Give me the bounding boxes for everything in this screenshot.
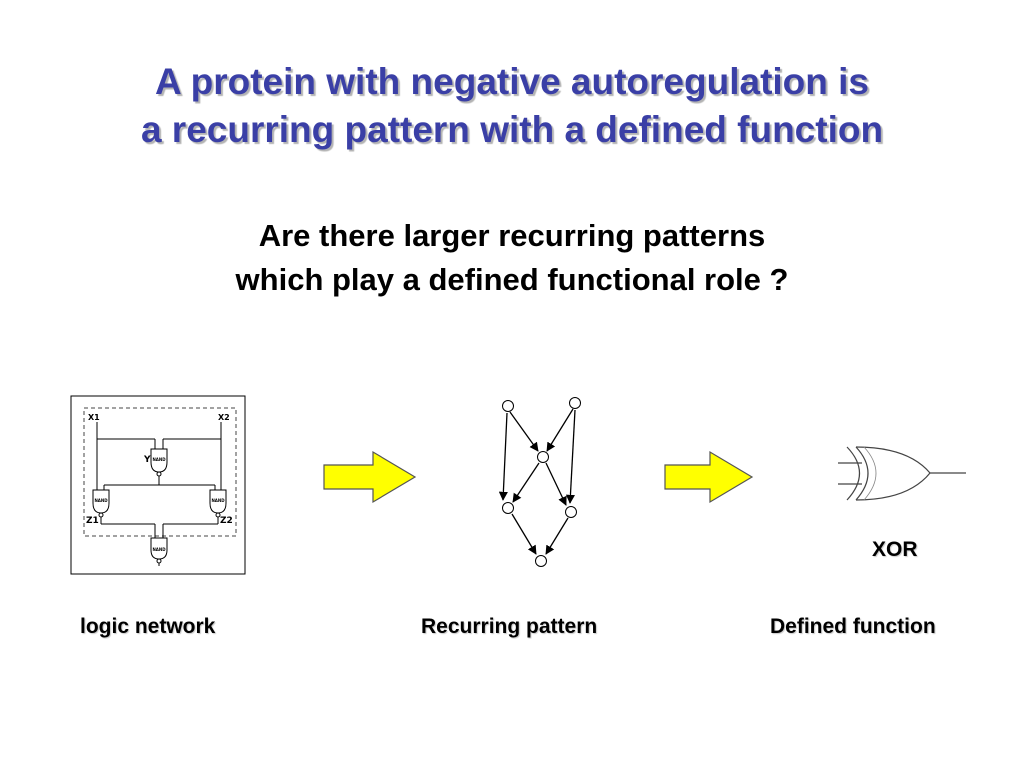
edge-a-d bbox=[498, 412, 508, 501]
edge-d-f bbox=[511, 513, 537, 555]
node-a bbox=[502, 400, 514, 412]
yellow-arrow-2 bbox=[664, 450, 754, 504]
edge-b-c bbox=[546, 408, 574, 452]
nand-gate-output-label: NAND bbox=[152, 547, 166, 552]
node-e bbox=[565, 506, 577, 518]
yellow-arrow-1 bbox=[323, 450, 417, 504]
nand-gate-y: NAND bbox=[150, 448, 168, 477]
recurring-pattern-network bbox=[498, 397, 581, 567]
nand-gate-z2: NAND bbox=[209, 489, 227, 518]
slide-subtitle: Are there larger recurring patterns whic… bbox=[0, 214, 1024, 302]
edge-b-e bbox=[565, 409, 576, 504]
nand-gate-z1: NAND bbox=[92, 489, 110, 518]
logic-network-caption: logic network bbox=[80, 615, 216, 638]
node-c bbox=[537, 451, 549, 463]
node-b bbox=[569, 397, 581, 409]
label-z1: Z1 bbox=[86, 516, 99, 526]
edge-c-d bbox=[512, 462, 540, 503]
logic-network-diagram: NAND NAND NAND NAND X1 X2 Y Z1 Z2 bbox=[70, 395, 246, 575]
recurring-pattern-caption: Recurring pattern bbox=[421, 615, 598, 638]
title-line-2: a recurring pattern with a defined funct… bbox=[140, 109, 884, 150]
edge-c-e bbox=[545, 462, 567, 506]
slide-title: A protein with negative autoregulation i… bbox=[0, 58, 1024, 154]
node-d bbox=[502, 502, 514, 514]
label-x2: X2 bbox=[218, 413, 230, 422]
defined-function-caption: Defined function bbox=[770, 615, 936, 638]
edge-a-c bbox=[509, 411, 539, 452]
subtitle-line-1: Are there larger recurring patterns bbox=[258, 218, 766, 253]
edge-e-f bbox=[545, 517, 569, 555]
label-y: Y bbox=[143, 455, 151, 465]
title-line-1: A protein with negative autoregulation i… bbox=[154, 61, 870, 102]
nand-gate-z1-label: NAND bbox=[94, 498, 108, 503]
logic-network-wires bbox=[96, 422, 222, 566]
subtitle-line-2: which play a defined functional role ? bbox=[235, 262, 789, 297]
xor-gate-icon bbox=[838, 446, 966, 501]
xor-label: XOR bbox=[872, 538, 918, 561]
label-z2: Z2 bbox=[220, 516, 233, 526]
nand-gate-output: NAND bbox=[150, 537, 168, 564]
nand-gate-y-label: NAND bbox=[152, 457, 166, 462]
nand-gate-z2-label: NAND bbox=[211, 498, 225, 503]
label-x1: X1 bbox=[88, 413, 100, 422]
node-f bbox=[535, 555, 547, 567]
